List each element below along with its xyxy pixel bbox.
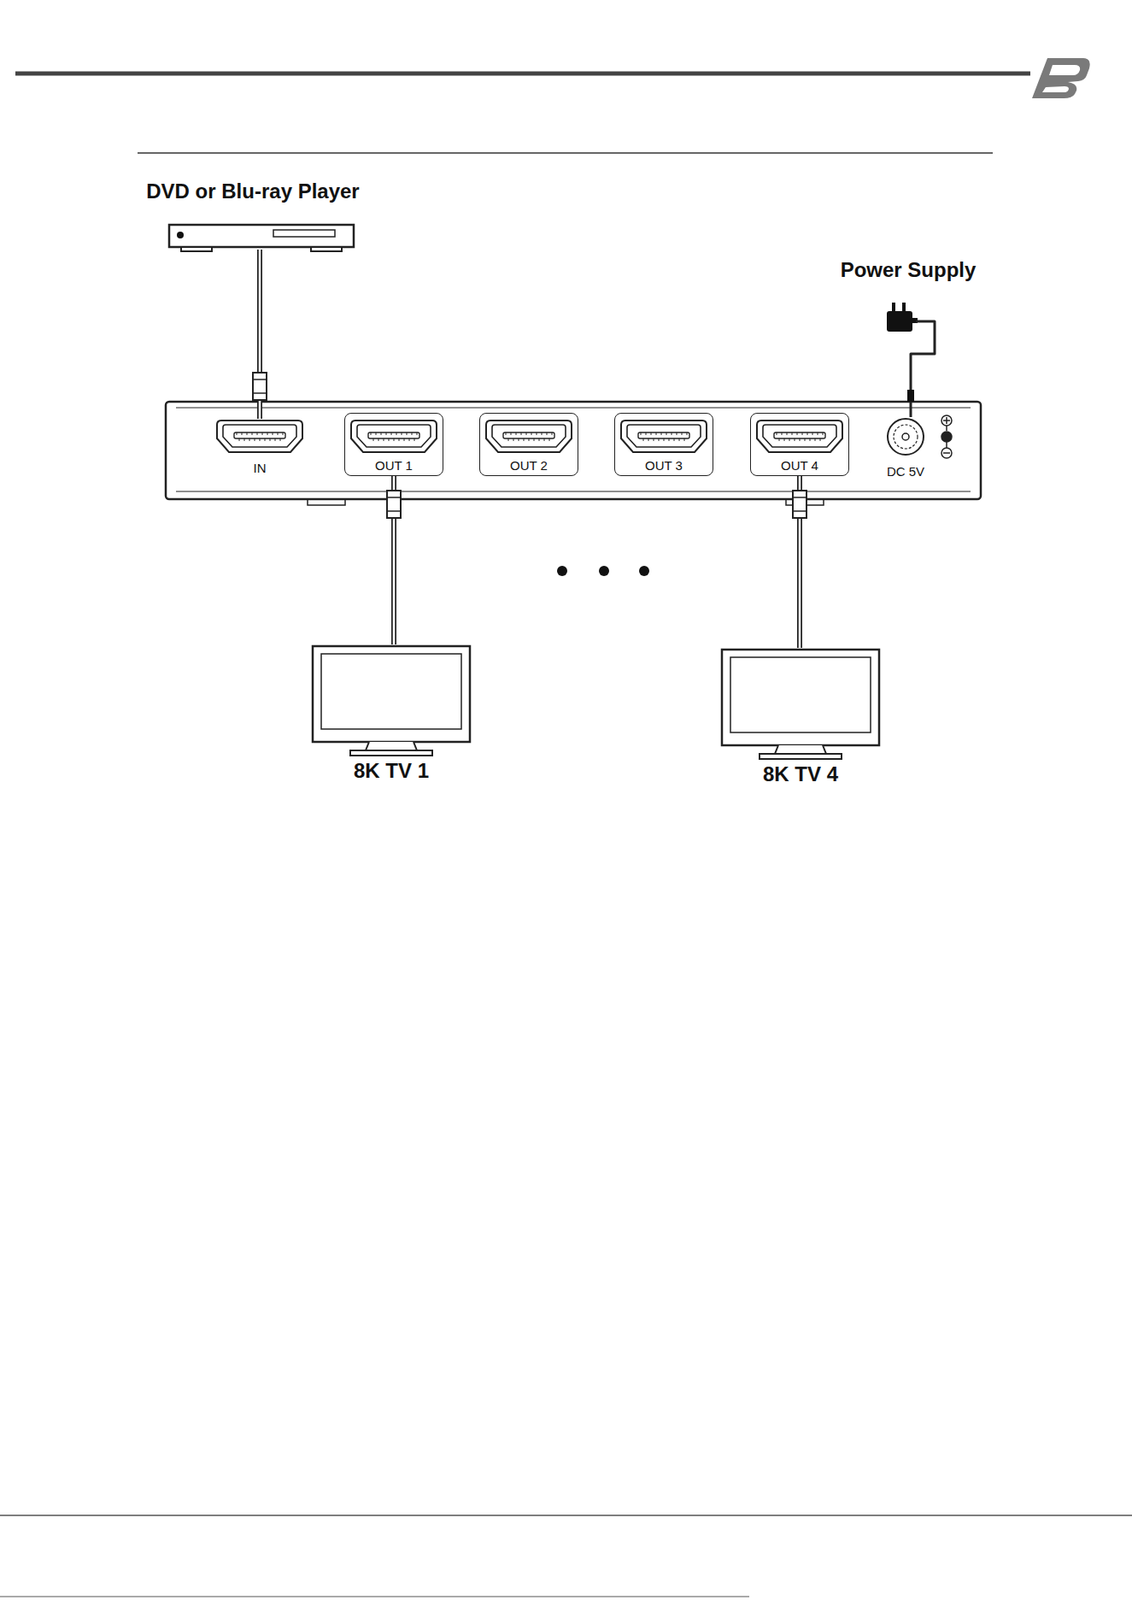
hdmi-plug xyxy=(252,372,267,400)
cable xyxy=(910,321,935,417)
port-label: DC 5V xyxy=(874,416,937,479)
hdmi-port xyxy=(486,420,572,452)
node-text: 8K TV 4 xyxy=(762,762,839,786)
dvd-player xyxy=(169,224,354,252)
port-label: IN xyxy=(210,418,310,476)
node-text: OUT 3 xyxy=(645,457,683,473)
node-text: OUT 4 xyxy=(780,457,819,473)
footer-rule xyxy=(0,1513,1132,1516)
node-text: Power Supply xyxy=(840,258,977,282)
node-text: IN xyxy=(253,460,267,476)
node-text: OUT 1 xyxy=(375,457,413,473)
polarity-symbol xyxy=(941,415,952,458)
hdmi-port xyxy=(621,420,707,452)
section-rule xyxy=(137,152,993,154)
port-bezel: OUT 3 xyxy=(614,412,714,476)
splitter-housing xyxy=(165,401,981,505)
hdmi-port xyxy=(217,420,303,452)
tv-illustration xyxy=(312,645,470,756)
tv-label: 8K TV 4 xyxy=(716,647,885,786)
dc-jack xyxy=(887,418,924,455)
node-text: DVD or Blu-ray Player xyxy=(146,179,359,204)
node-text: DC 5V xyxy=(886,463,925,479)
node-text: OUT 2 xyxy=(510,457,548,473)
port-bezel: OUT 1 xyxy=(344,412,444,476)
hdmi-plug xyxy=(387,490,401,518)
node-text: 8K TV 1 xyxy=(353,758,429,783)
brand-logo xyxy=(1032,58,1091,99)
tv-label: 8K TV 1 xyxy=(307,644,476,783)
power-adapter xyxy=(886,302,918,332)
hdmi-plug xyxy=(792,490,807,518)
header-rule xyxy=(15,71,1031,77)
footer-rule xyxy=(0,1595,750,1597)
ellipsis-dots xyxy=(557,565,650,576)
hdmi-port xyxy=(756,420,843,452)
device-label: Power Supply xyxy=(835,258,982,332)
dc-plug xyxy=(907,389,915,402)
tv-illustration xyxy=(721,649,880,759)
port-bezel: OUT 4 xyxy=(750,412,850,476)
hdmi-port xyxy=(351,420,437,452)
port-bezel: OUT 2 xyxy=(479,412,579,476)
device-label: DVD or Blu-ray Player xyxy=(140,179,364,250)
